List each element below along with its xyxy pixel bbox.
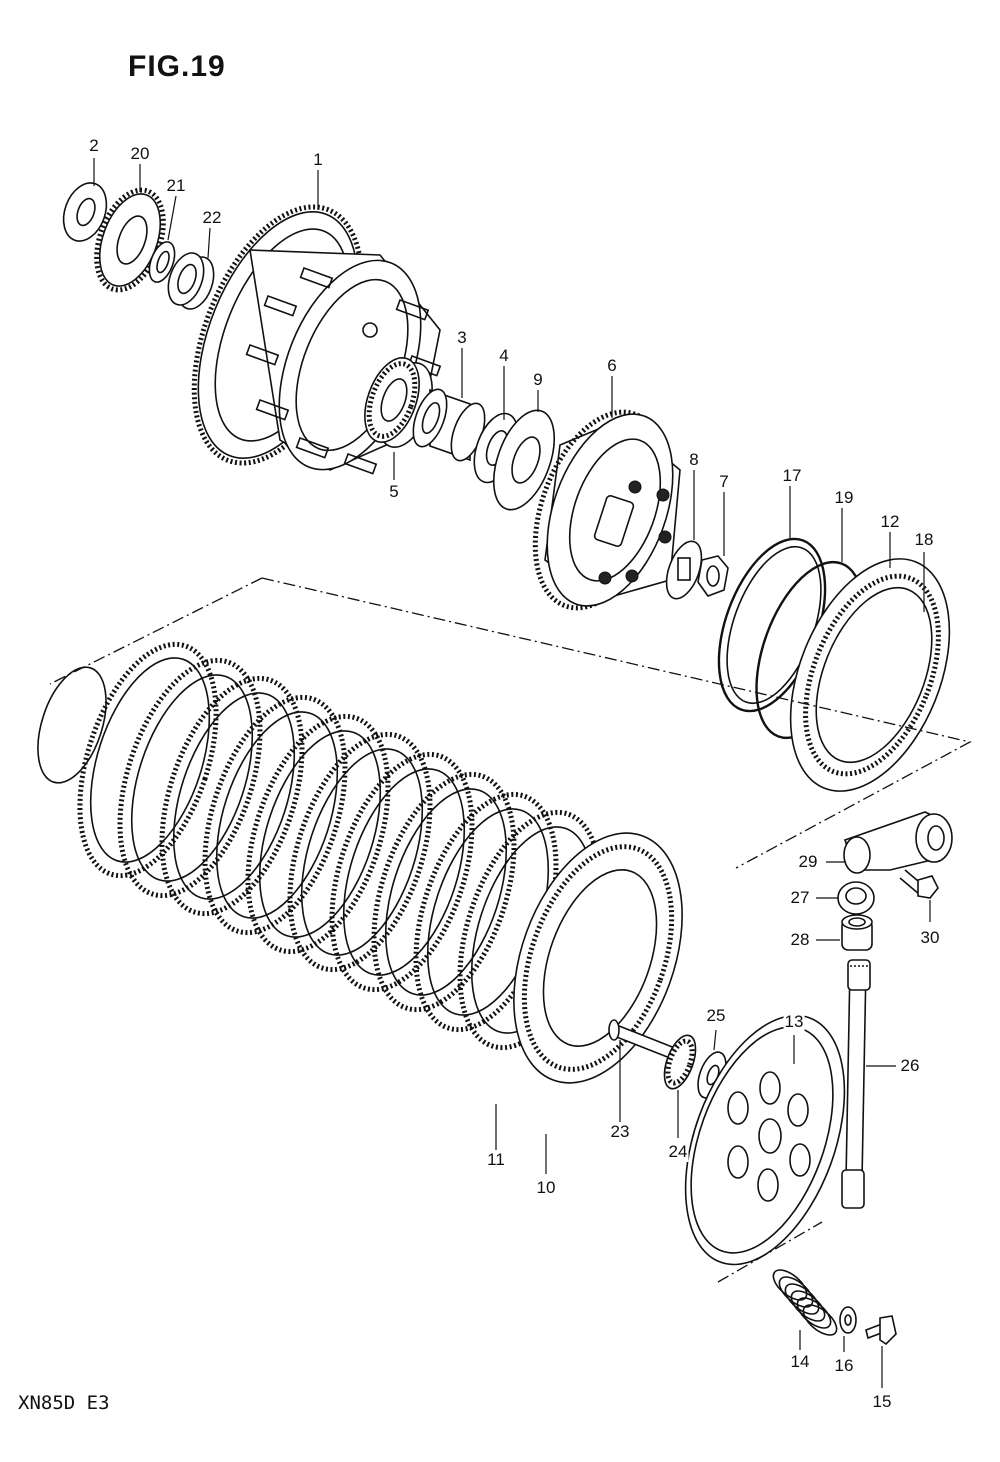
callout-10: 10 <box>535 1178 557 1198</box>
part-16-washer <box>839 1306 857 1334</box>
part-13-cover-plate <box>684 1014 846 1266</box>
part-15-bolt <box>865 1315 897 1346</box>
part-26-release-shaft <box>841 959 871 1209</box>
part-3-sleeve <box>412 388 486 462</box>
callout-23: 23 <box>609 1122 631 1142</box>
part-22-needle-bearing <box>167 252 215 310</box>
callout-25: 25 <box>705 1006 727 1026</box>
part-8-lock-washer <box>665 540 703 600</box>
callout-7: 7 <box>718 472 730 492</box>
callout-16: 16 <box>833 1356 855 1376</box>
callout-30: 30 <box>919 928 941 948</box>
part-29-release-arm <box>843 811 953 874</box>
part-7-nut <box>697 555 729 597</box>
callout-21: 21 <box>165 176 187 196</box>
callout-18: 18 <box>913 530 935 550</box>
callout-2: 2 <box>88 136 100 156</box>
part-14-spring <box>772 1269 838 1336</box>
callout-3: 3 <box>456 328 468 348</box>
callout-24: 24 <box>667 1142 689 1162</box>
part-30-bolt <box>899 869 939 899</box>
part-9-washer <box>492 409 556 511</box>
part-23-push-piece <box>608 1019 681 1064</box>
callout-8: 8 <box>688 450 700 470</box>
part-1-clutch-housing <box>191 204 442 475</box>
callout-28: 28 <box>789 930 811 950</box>
callout-13: 13 <box>783 1012 805 1032</box>
callout-29: 29 <box>797 852 819 872</box>
part-6-sleeve-hub <box>532 409 681 611</box>
part-24-thrust-bearing <box>663 1034 697 1090</box>
part-12-pressure-plate <box>789 558 951 792</box>
callout-26: 26 <box>899 1056 921 1076</box>
leader-lines <box>93 158 931 1388</box>
callout-22: 22 <box>201 208 223 228</box>
callout-11: 11 <box>486 1150 506 1170</box>
callout-14: 14 <box>789 1352 811 1372</box>
part-21-spacer <box>148 241 176 283</box>
callout-15: 15 <box>871 1392 893 1412</box>
part-2-washer <box>62 182 108 242</box>
callout-1: 1 <box>312 150 324 170</box>
part-27-oil-seal <box>837 881 875 915</box>
clutch-plate-stack <box>37 641 683 1084</box>
model-code: XN85D E3 <box>18 1392 110 1414</box>
callout-12: 12 <box>879 512 901 532</box>
callout-6: 6 <box>606 356 618 376</box>
callout-4: 4 <box>498 346 510 366</box>
callout-19: 19 <box>833 488 855 508</box>
callout-17: 17 <box>781 466 803 486</box>
callout-5: 5 <box>388 482 400 502</box>
callout-9: 9 <box>532 370 544 390</box>
figure-title: FIG.19 <box>128 50 226 83</box>
callout-20: 20 <box>129 144 151 164</box>
callout-27: 27 <box>789 888 811 908</box>
part-28-bearing <box>841 914 873 951</box>
